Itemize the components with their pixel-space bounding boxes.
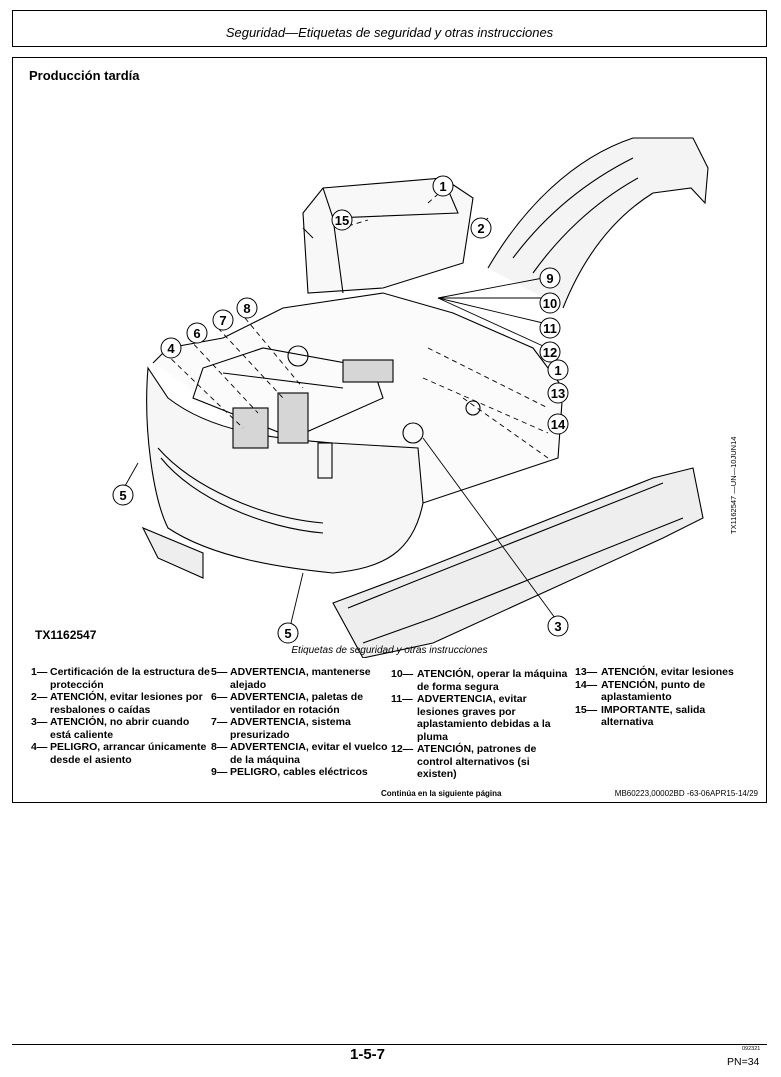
legend-item: 6—ADVERTENCIA, paletas de ventilador en …: [211, 691, 364, 716]
pn-label: PN=34: [727, 1056, 760, 1068]
callout-2: 2: [477, 221, 484, 236]
legend-item: 4—PELIGRO, arrancar únicamente desde el …: [31, 741, 207, 766]
callout-14: 14: [551, 417, 566, 432]
callout-5b: 5: [284, 626, 291, 641]
figure-side-id: TX1162547 —UN—10JUN14: [729, 436, 738, 534]
callout-11: 11: [543, 321, 557, 336]
legend-item: 7—ADVERTENCIA, sistema presurizado: [211, 716, 351, 741]
callout-6: 6: [193, 326, 200, 341]
legend-column-4: 13—ATENCIÓN, evitar lesiones 14—ATENCIÓN…: [575, 666, 760, 729]
callout-9: 9: [546, 271, 553, 286]
callout-3: 3: [554, 619, 561, 634]
callout-1b: 1: [554, 363, 561, 378]
legend-item: 11—ADVERTENCIA, evitar lesiones graves p…: [391, 693, 551, 743]
legend-column-3: 10—ATENCIÓN, operar la máquina de forma …: [391, 668, 571, 781]
footer-code: 092321: [742, 1046, 761, 1052]
legend-item: 5—ADVERTENCIA, mantenerse alejado: [211, 666, 371, 691]
legend-item: 9—PELIGRO, cables eléctricos: [211, 766, 368, 778]
figure-caption: Etiquetas de seguridad y otras instrucci…: [291, 645, 488, 656]
legend-item: 3—ATENCIÓN, no abrir cuando está calient…: [31, 716, 190, 741]
document-reference: MB60223,00002BD -63-06APR15-14/29: [614, 789, 758, 798]
legend-item: 2—ATENCIÓN, evitar lesiones por resbalon…: [31, 691, 203, 716]
legend-item: 13—ATENCIÓN, evitar lesiones: [575, 666, 734, 678]
callout-15: 15: [335, 213, 349, 228]
callout-13: 13: [551, 386, 565, 401]
legend-item: 14—ATENCIÓN, punto de aplastamiento: [575, 678, 706, 704]
callout-4: 4: [167, 341, 175, 356]
section-title: Producción tardía: [29, 68, 140, 83]
page-header-title: Seguridad—Etiquetas de seguridad y otras…: [225, 25, 554, 40]
callout-7: 7: [219, 313, 226, 328]
callout-10: 10: [543, 296, 557, 311]
continue-note: Continúa en la siguiente página: [381, 789, 502, 798]
callout-8: 8: [243, 301, 250, 316]
callout-12: 12: [543, 345, 557, 360]
content-box: Producción tardía: [12, 57, 767, 803]
legend-item: 10—ATENCIÓN, operar la máquina de forma …: [391, 668, 568, 693]
legend-column-2: 5—ADVERTENCIA, mantenerse alejado 6—ADVE…: [211, 666, 391, 779]
legend-item: 8—ADVERTENCIA, evitar el vuelco de la má…: [211, 741, 388, 766]
legend-column-1: 1—Certificación de la estructura de prot…: [31, 666, 211, 766]
callout-5: 5: [119, 488, 126, 503]
legend-item: 15—IMPORTANTE, salida alternativa: [575, 703, 706, 729]
footer-rule: [12, 1044, 767, 1045]
figure-id: TX1162547: [35, 628, 97, 642]
excavator-illustration: 1 15 2 9 10 11 12 8 7 6 4 1 13: [112, 137, 709, 658]
legend-item: 12—ATENCIÓN, patrones de control alterna…: [391, 743, 537, 780]
callout-1: 1: [439, 179, 446, 194]
legend-item: 1—Certificación de la estructura de prot…: [31, 666, 210, 691]
header-box: Seguridad—Etiquetas de seguridad y otras…: [12, 10, 767, 47]
page-number: 1-5-7: [350, 1046, 386, 1063]
